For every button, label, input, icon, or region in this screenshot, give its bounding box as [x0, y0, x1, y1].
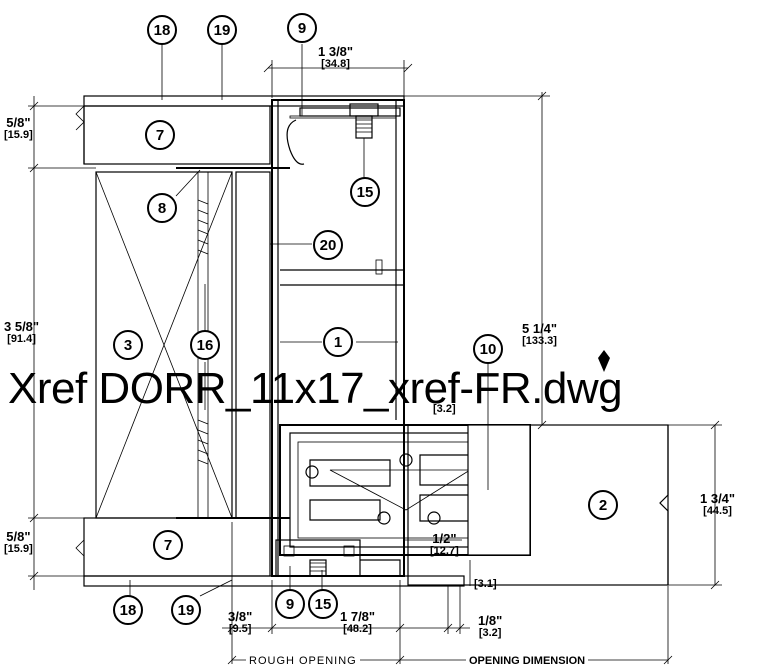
dim-gap-left: 3/8" [9.5] [228, 610, 252, 636]
dim-fraction: 1/2" [432, 531, 457, 546]
dim-fraction: 5 1/4" [522, 321, 558, 336]
callout-number: 1 [333, 333, 343, 351]
door-leaf [407, 424, 669, 586]
callout-3: 3 [113, 330, 143, 360]
callout-7-top: 7 [145, 120, 175, 150]
callout-8: 8 [147, 193, 177, 223]
xref-label: Xref DORR_11x17_xref-FR.dwg [8, 364, 623, 413]
dim-gap-right: 1/8" [3.2] [478, 614, 502, 640]
callout-number: 7 [155, 126, 165, 144]
callout-18-top: 18 [147, 15, 177, 45]
callout-number: 10 [479, 340, 497, 358]
dim-metric: [48.2] [343, 623, 372, 635]
dim-small-a: [3.2] [433, 403, 456, 416]
dim-fraction: 3/8" [228, 609, 253, 624]
callout-number: 7 [163, 536, 173, 554]
top-bolt [349, 103, 379, 139]
dim-door: 1 3/4" [44.5] [700, 492, 735, 518]
dim-metric: [12.7] [430, 545, 459, 557]
dim-metric: [3.2] [433, 403, 456, 415]
dim-top-width: 1 3/8" [34.8] [318, 45, 353, 71]
leader-lines [129, 44, 489, 597]
dim-top-wall: 5/8" [15.9] [4, 116, 33, 142]
callout-15-top: 15 [350, 177, 380, 207]
callout-7-bottom: 7 [153, 530, 183, 560]
callout-number: 9 [285, 595, 295, 613]
dim-bottom-wall: 5/8" [15.9] [4, 530, 33, 556]
dimension-lines [28, 60, 722, 665]
dim-metric: [15.9] [4, 129, 33, 141]
dim-fraction: 5/8" [6, 529, 31, 544]
callout-9-bottom: 9 [275, 589, 305, 619]
callout-16: 16 [190, 330, 220, 360]
top-wall-layers [75, 95, 405, 165]
dim-metric: [133.3] [522, 335, 557, 347]
callout-number: 20 [319, 236, 337, 254]
bottom-stop [275, 539, 401, 577]
callout-number: 16 [196, 336, 214, 354]
callout-number: 9 [297, 19, 307, 37]
dim-fraction: 1 3/4" [700, 491, 736, 506]
callout-number: 15 [314, 595, 332, 613]
dim-overall: 5 1/4" [133.3] [522, 322, 557, 348]
callout-9-top: 9 [287, 13, 317, 43]
callout-20: 20 [313, 230, 343, 260]
callout-18-bottom: 18 [113, 595, 143, 625]
dim-small-b: [3.1] [474, 578, 497, 591]
dim-fraction: 1/8" [478, 613, 503, 628]
dim-metric: [3.1] [474, 578, 497, 590]
callout-19-bottom: 19 [171, 595, 201, 625]
callout-2: 2 [588, 490, 618, 520]
callout-number: 18 [119, 601, 137, 619]
callout-1: 1 [323, 327, 353, 357]
callout-number: 3 [123, 336, 133, 354]
rough-opening-label: ROUGH OPENING [246, 654, 360, 668]
callout-number: 15 [356, 183, 374, 201]
opening-dimension-label: OPENING DIMENSION [466, 654, 589, 668]
callout-number: 19 [213, 21, 231, 39]
bottom-wall-layers [75, 517, 465, 587]
dim-metric: [44.5] [703, 505, 732, 517]
dim-metric: [91.4] [7, 333, 36, 345]
callout-number: 19 [177, 601, 195, 619]
callout-number: 8 [157, 199, 167, 217]
callout-number: 18 [153, 21, 171, 39]
callout-number: 2 [598, 496, 608, 514]
dim-metric: [3.2] [478, 627, 502, 639]
dim-metric: [15.9] [4, 543, 33, 555]
dim-fraction: 1 7/8" [340, 609, 376, 624]
door-frame-profile [271, 99, 405, 577]
dim-fraction: 5/8" [6, 115, 31, 130]
dim-stud: 3 5/8" [91.4] [4, 320, 39, 346]
dim-fraction: 1 3/8" [318, 44, 354, 59]
insulation-strip [235, 171, 271, 519]
callout-19-top: 19 [207, 15, 237, 45]
dim-hinge-offset: 1/2" [12.7] [430, 532, 459, 558]
callout-10: 10 [473, 334, 503, 364]
dim-metric: [9.5] [228, 623, 252, 635]
dim-face: 1 7/8" [48.2] [340, 610, 375, 636]
callout-15-bottom: 15 [308, 589, 338, 619]
dim-metric: [34.8] [321, 58, 350, 70]
dim-fraction: 3 5/8" [4, 319, 40, 334]
